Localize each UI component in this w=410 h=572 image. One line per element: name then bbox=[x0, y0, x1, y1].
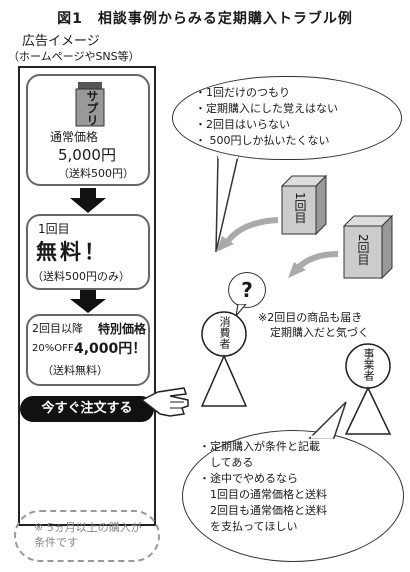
special-price-value: 4,000円！ bbox=[74, 341, 147, 357]
ad-sublabel: （ホームページやSNS等） bbox=[8, 50, 140, 63]
special-price-label: 特別価格 bbox=[98, 322, 147, 336]
business-bubble-tail bbox=[308, 401, 347, 439]
consumer-thought-line: ・1回だけのつもり bbox=[195, 86, 290, 99]
down-arrow-icon bbox=[70, 290, 106, 313]
discount-label: 20%OFF bbox=[32, 343, 74, 354]
business-speech-line: 1回目の通常価格と送料 bbox=[199, 488, 327, 501]
regular-price-card: サプリ 通常価格 5,000円 （送料500円） bbox=[26, 74, 150, 186]
delivery-arrows bbox=[216, 217, 339, 278]
fine-print-line: ※ 5ヵ月以上の購入が bbox=[34, 521, 142, 534]
first-delivery-label: 1回目 bbox=[38, 222, 70, 236]
ad-frame bbox=[18, 66, 156, 526]
question-bubble: ? bbox=[228, 272, 266, 308]
subsequent-delivery-card: 2回目以降 特別価格 20%OFF 4,000円！ （送料無料） bbox=[26, 314, 150, 386]
consumer-figure bbox=[200, 311, 248, 407]
regular-price-value: 5,000円 bbox=[58, 146, 116, 164]
annotation-line: ※2回目の商品も届き bbox=[258, 311, 363, 324]
box-first-label: 1回目 bbox=[293, 192, 307, 224]
fine-print-note: ※ 5ヵ月以上の購入が 条件です bbox=[14, 510, 160, 562]
regular-shipping: （送料500円） bbox=[58, 167, 134, 180]
business-speech-line: を支払ってほしい bbox=[199, 520, 298, 533]
business-speech-line: してある bbox=[199, 456, 254, 469]
package-box-icon bbox=[280, 174, 328, 236]
down-arrow-icon bbox=[70, 188, 106, 213]
regular-price-label: 通常価格 bbox=[50, 130, 99, 144]
pointing-hand-icon bbox=[140, 387, 189, 417]
business-label: 事業者 bbox=[362, 348, 375, 381]
consumer-thought-line: ・ 500円しか払いたくない bbox=[195, 134, 330, 147]
bubble-tail bbox=[215, 156, 239, 253]
consumer-label: 消費者 bbox=[218, 316, 231, 349]
product-name: サプリ bbox=[85, 90, 99, 126]
package-box-icon bbox=[342, 214, 394, 280]
subsequent-label: 2回目以降 bbox=[32, 322, 83, 335]
fine-print-line: 条件です bbox=[34, 536, 78, 549]
consumer-thought-line: ・2回目はいらない bbox=[195, 118, 290, 131]
first-shipping: （送料500円のみ） bbox=[32, 270, 130, 283]
annotation-line: 定期購入だと気づく bbox=[270, 326, 369, 339]
figure-title: 図1 相談事例からみる定期購入トラブル例 bbox=[57, 11, 353, 27]
consumer-thought-line: ・定期購入にした覚えはない bbox=[195, 102, 338, 115]
question-bubble-tail bbox=[235, 304, 247, 318]
supplement-bottle-icon bbox=[75, 82, 105, 127]
business-figure bbox=[344, 343, 392, 435]
order-now-button[interactable]: 今すぐ注文する bbox=[20, 396, 154, 422]
subsequent-shipping: （送料無料） bbox=[42, 364, 108, 377]
free-headline: 無料！ bbox=[36, 240, 108, 264]
first-delivery-card: 1回目 無料！ （送料500円のみ） bbox=[26, 214, 150, 290]
business-speech-line: ・途中でやめるなら bbox=[199, 472, 298, 485]
annotation-note: ※2回目の商品も届き 定期購入だと気づく bbox=[258, 310, 369, 340]
consumer-thought-bubble: ・1回だけのつもり ・定期購入にした覚えはない ・2回目はいらない ・ 500円… bbox=[172, 76, 402, 160]
box-second-label: 2回目 bbox=[356, 234, 370, 266]
business-speech-line: ・定期購入が条件と記載 bbox=[199, 440, 320, 453]
business-speech-bubble: ・定期購入が条件と記載 してある ・途中でやめるなら 1回目の通常価格と送料 2… bbox=[182, 430, 404, 562]
business-speech-line: 2回目も通常価格と送料 bbox=[199, 504, 327, 517]
ad-label: 広告イメージ bbox=[22, 34, 100, 49]
